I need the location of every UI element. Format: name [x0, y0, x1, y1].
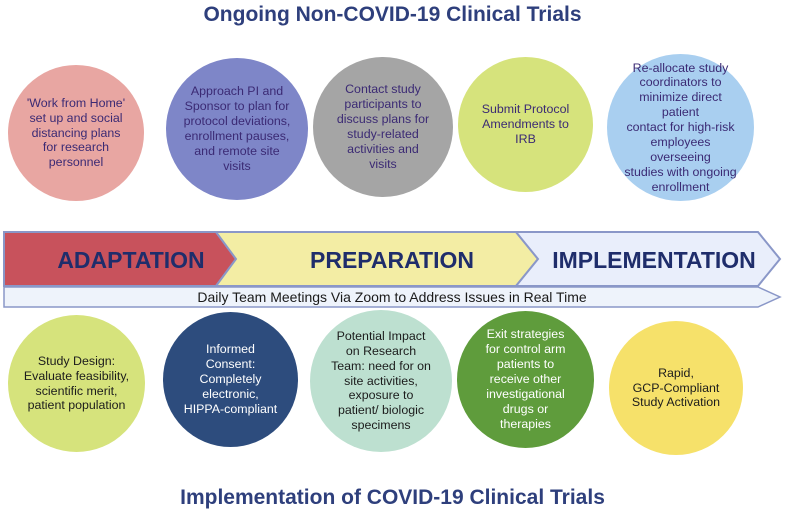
top-circle-reallocate-coordinators: Re-allocate study coordinators to minimi…: [607, 54, 754, 201]
top-circle-approach-pi: Approach PI and Sponsor to plan for prot…: [166, 58, 308, 200]
top-circle-work-from-home: 'Work from Home' set up and social dista…: [8, 65, 144, 201]
meeting-banner-label: Daily Team Meetings Via Zoom to Address …: [197, 289, 587, 305]
top-circle-contact-participants: Contact study participants to discuss pl…: [313, 57, 453, 197]
bottom-circle-exit-strategies: Exit strategies for control arm patients…: [457, 311, 594, 448]
implementation-label: IMPLEMENTATION: [552, 247, 756, 273]
bottom-circle-rapid-activation: Rapid, GCP-Compliant Study Activation: [609, 321, 743, 455]
preparation-label: PREPARATION: [310, 247, 474, 273]
implementation-arrow: [513, 231, 782, 287]
top-circle-submit-amendments: Submit Protocol Amendments to IRB: [458, 57, 593, 192]
bottom-circle-research-team-impact: Potential Impact on Research Team: need …: [310, 310, 452, 452]
bottom-circle-study-design: Study Design: Evaluate feasibility, scie…: [8, 315, 145, 452]
bottom-title: Implementation of COVID-19 Clinical Tria…: [180, 486, 605, 509]
bottom-circle-informed-consent: Informed Consent: Completely electronic,…: [163, 312, 298, 447]
meeting-banner-arrow: [3, 286, 782, 308]
top-title: Ongoing Non-COVID-19 Clinical Trials: [203, 3, 582, 26]
adaptation-label: ADAPTATION: [57, 247, 204, 273]
